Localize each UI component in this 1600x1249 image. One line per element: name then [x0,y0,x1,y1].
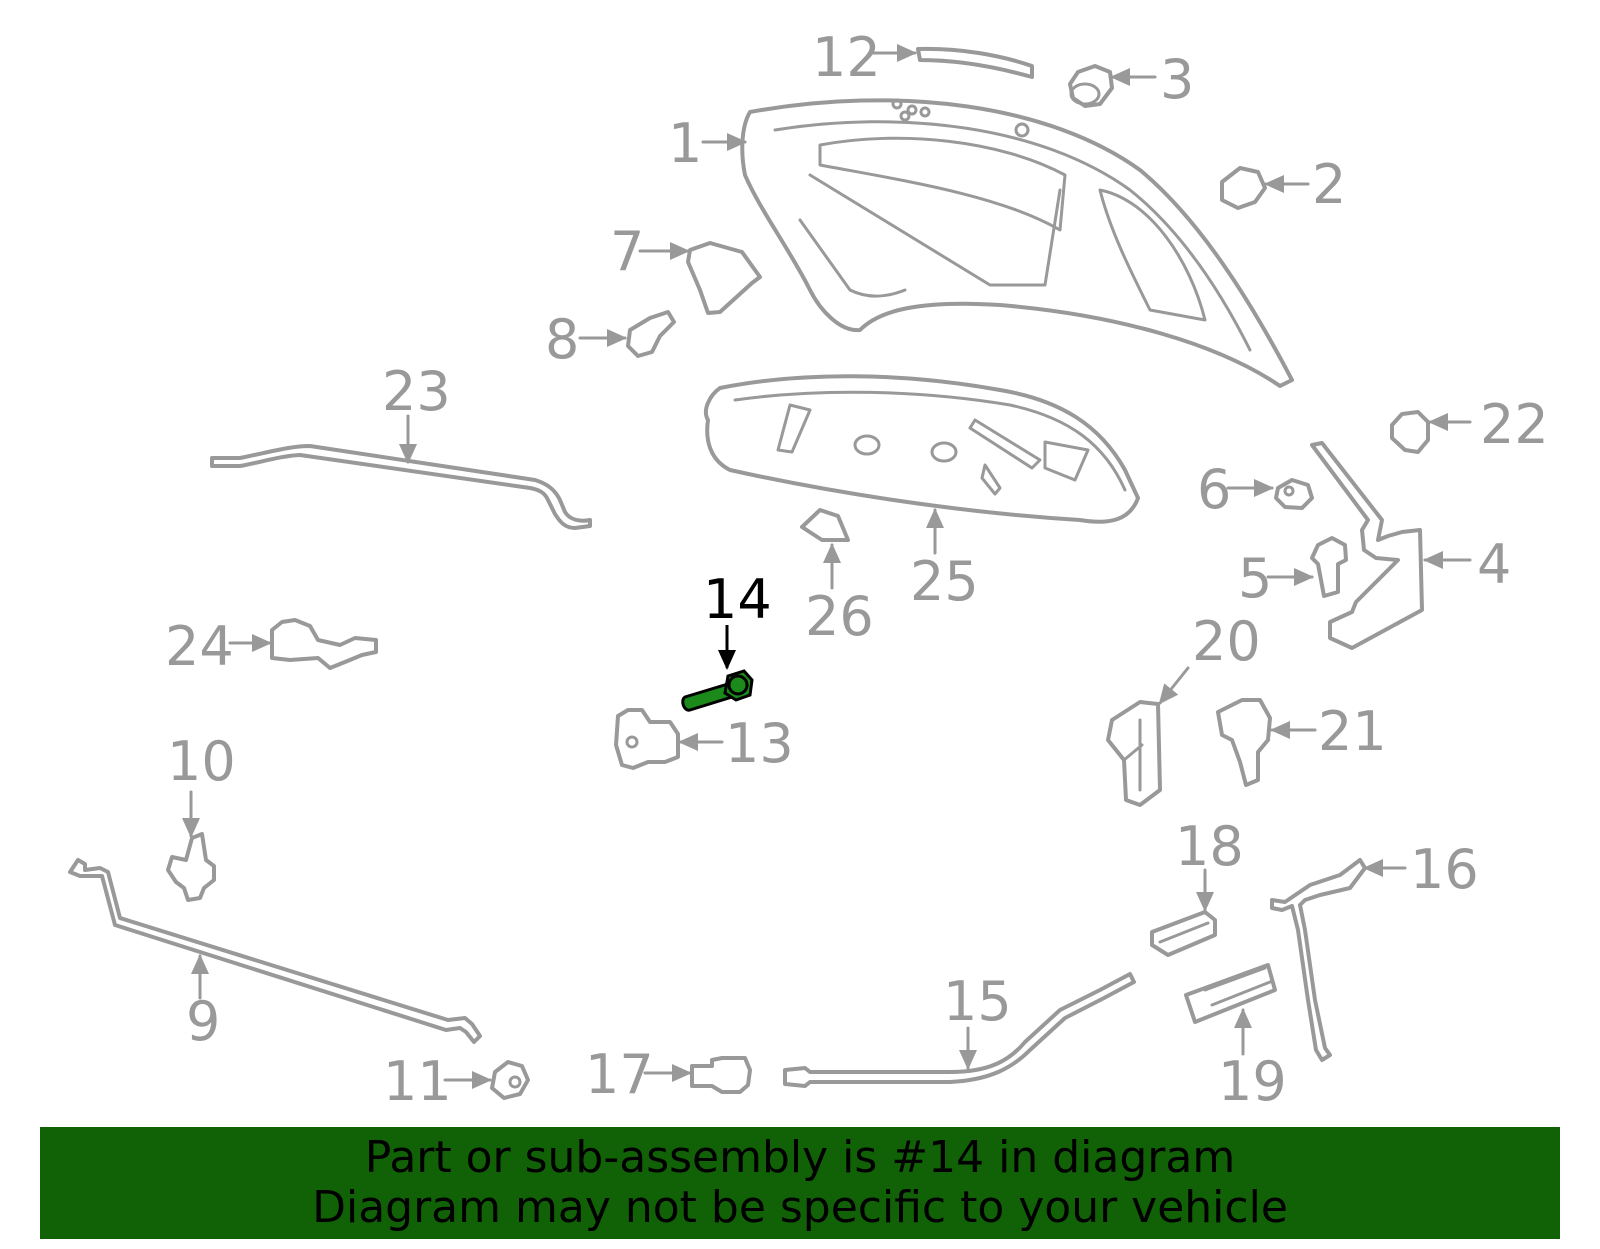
part-10-guide[interactable] [166,832,216,902]
label-19: 19 [1218,1050,1287,1113]
label-25: 25 [910,550,979,613]
label-26: 26 [805,585,874,648]
part-13-latch[interactable] [614,708,680,770]
part-24-bracket[interactable] [270,618,378,670]
label-6: 6 [1197,458,1231,521]
label-17: 17 [585,1043,654,1106]
label-13: 13 [725,712,794,775]
part-25-insulator[interactable] [703,374,1140,524]
part-5-bolt[interactable] [1310,536,1348,598]
part-11-nut[interactable] [490,1060,530,1100]
part-12-weatherstrip[interactable] [916,46,1034,79]
label-1: 1 [668,112,702,175]
label-22: 22 [1480,393,1549,456]
part-1-hood[interactable] [740,98,1294,388]
part-26-clip[interactable] [800,508,850,542]
label-16: 16 [1410,838,1479,901]
label-12: 12 [812,26,881,89]
label-21: 21 [1318,700,1387,763]
part-22-plug[interactable] [1390,410,1430,454]
part-19-cover[interactable] [1184,963,1277,1024]
part-2-bumper[interactable] [1220,166,1267,210]
label-2: 2 [1312,153,1346,216]
label-23: 23 [382,360,451,423]
part-14-bolt-highlighted[interactable] [681,669,754,712]
part-8-clip[interactable] [626,310,676,358]
part-3-bumper[interactable] [1068,64,1114,108]
part-6-nut[interactable] [1274,478,1314,510]
banner-line-2: Diagram may not be specific to your vehi… [312,1182,1288,1233]
label-18: 18 [1175,815,1244,878]
label-14: 14 [703,568,772,631]
label-9: 9 [186,990,220,1053]
label-10: 10 [167,730,236,793]
part-7-bracket[interactable] [686,241,762,315]
part-18-clip[interactable] [1150,910,1217,957]
info-banner: Part or sub-assembly is #14 in diagram D… [40,1127,1560,1239]
part-15-cable[interactable] [783,972,1136,1088]
banner-line-1: Part or sub-assembly is #14 in diagram [364,1132,1236,1183]
part-9-rod[interactable] [68,858,482,1044]
label-8: 8 [545,308,579,371]
label-15: 15 [943,970,1012,1033]
label-20: 20 [1192,610,1261,673]
label-24: 24 [165,615,234,678]
part-4-hinge[interactable] [1310,441,1424,650]
label-4: 4 [1477,533,1511,596]
part-21-bracket[interactable] [1216,698,1272,787]
part-20-bracket[interactable] [1106,700,1162,807]
label-11: 11 [383,1050,452,1113]
part-23-rod[interactable] [210,444,592,530]
label-3: 3 [1160,48,1194,111]
part-17-grommet[interactable] [690,1056,752,1094]
part-16-release-cable[interactable] [1270,858,1367,1062]
label-5: 5 [1238,547,1272,610]
